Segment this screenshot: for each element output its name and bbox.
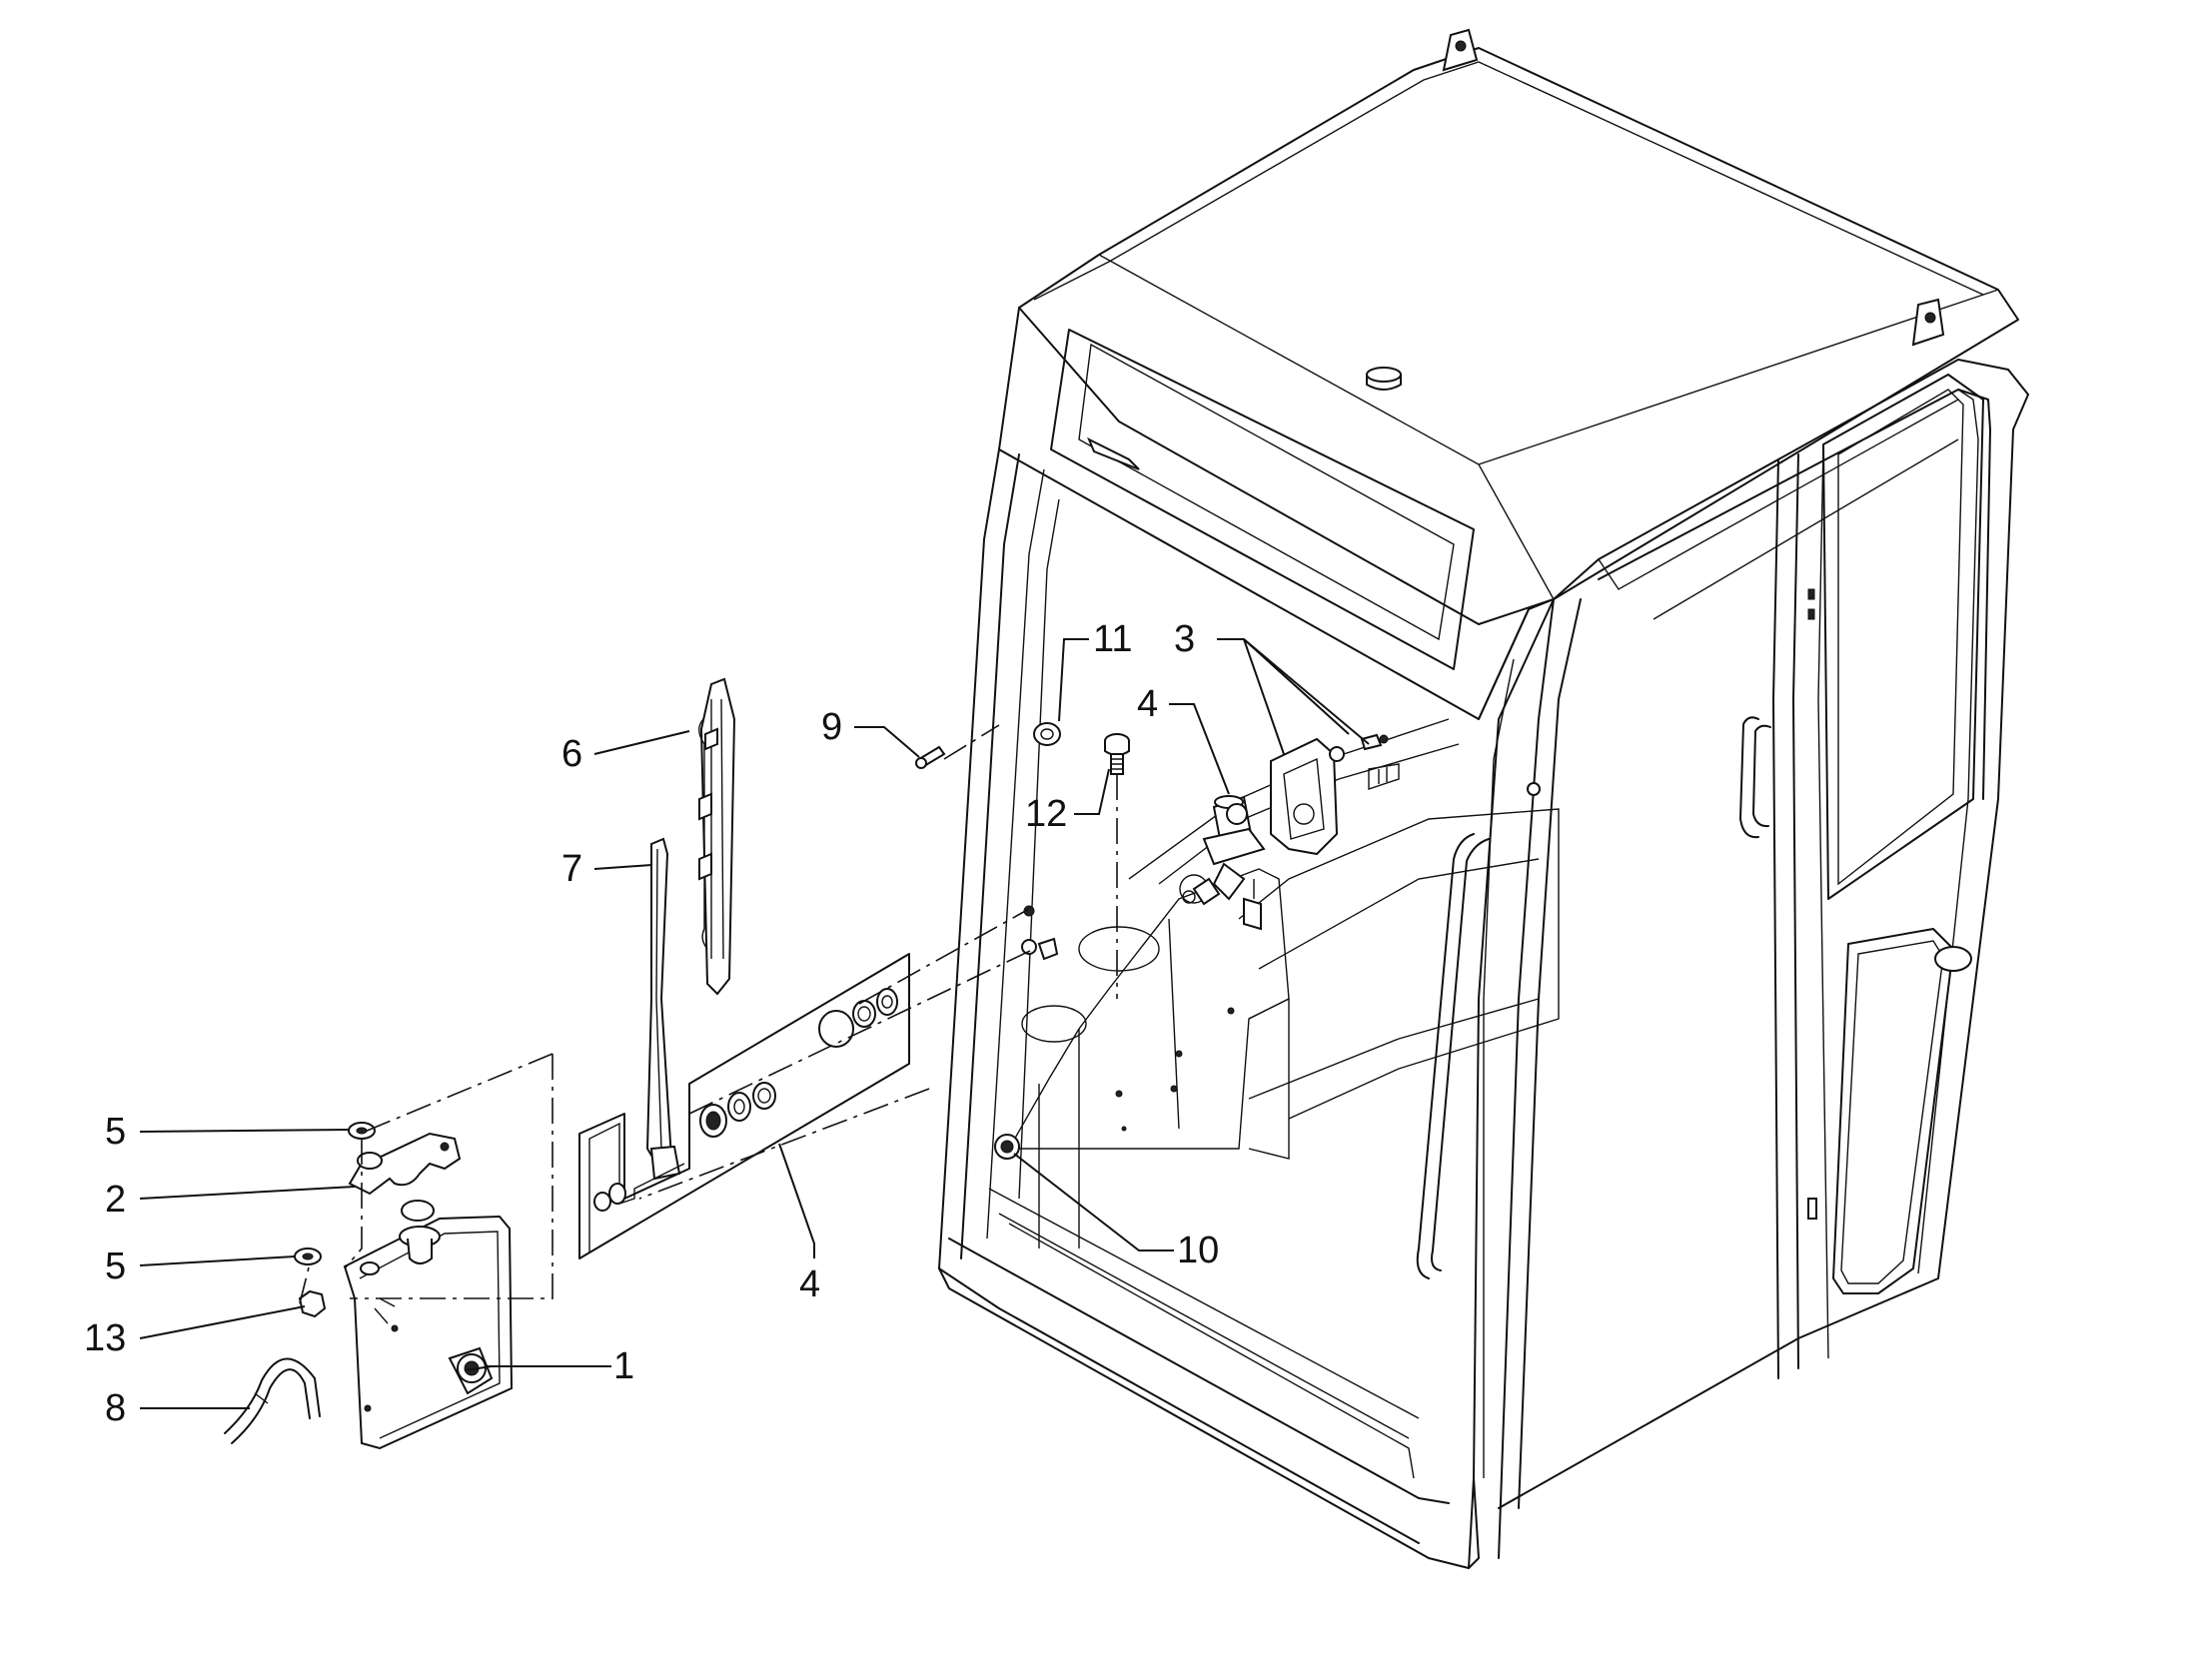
callout-labels: 1 2 3 4 4 5 5 6 7 8 9 10 11 12 13 [84, 618, 1219, 1429]
callout-2: 2 [105, 1179, 126, 1221]
callout-7: 7 [561, 848, 582, 890]
callout-5-upper: 5 [105, 1111, 126, 1153]
callout-6: 6 [561, 733, 582, 775]
wiper-motor [1192, 795, 1266, 931]
operator-cab [938, 28, 2029, 1569]
callout-9: 9 [821, 706, 842, 748]
wiper-mounting-plate [578, 953, 910, 1259]
washer-lower-hole [302, 1252, 314, 1260]
callout-12: 12 [1025, 793, 1067, 835]
callout-5-lower: 5 [105, 1246, 126, 1287]
bolt [1104, 733, 1130, 775]
callout-8: 8 [105, 1387, 126, 1429]
wiper-arm [645, 837, 681, 1181]
wiper-blade [698, 677, 736, 996]
callout-13: 13 [84, 1317, 126, 1359]
washer-upper-hole [356, 1127, 368, 1135]
frame-grommet [994, 1134, 1020, 1160]
callout-1: 1 [613, 1345, 634, 1387]
callout-leaders [139, 638, 1370, 1409]
motor-cover [1270, 733, 1400, 856]
grommet [1033, 722, 1061, 746]
washer-hose [224, 1357, 321, 1444]
callout-10: 10 [1177, 1230, 1219, 1271]
washer-tank [343, 1200, 514, 1450]
callout-3: 3 [1174, 618, 1195, 660]
callout-11: 11 [1093, 618, 1132, 660]
callout-4-motor: 4 [1137, 683, 1158, 725]
cab-interior-console [1007, 718, 1560, 1249]
assembly-lines [299, 724, 1118, 1304]
small-screw [915, 745, 946, 769]
tank-bracket [348, 1132, 462, 1196]
callout-4-plate: 4 [799, 1263, 820, 1305]
hex-nut [298, 1289, 327, 1318]
